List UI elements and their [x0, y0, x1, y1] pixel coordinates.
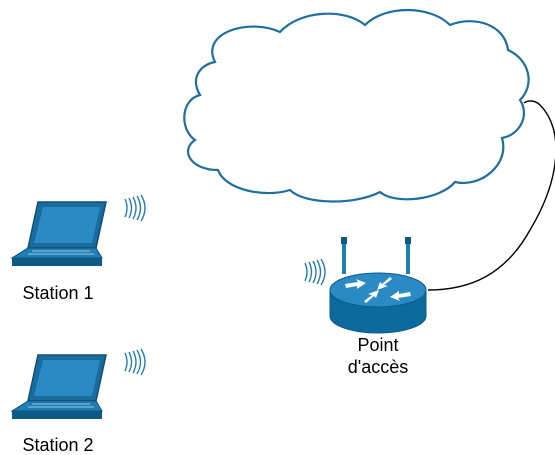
wired-link-line: [427, 100, 555, 291]
wifi-signal-icon: [124, 348, 146, 376]
wireless-router-icon: [329, 237, 427, 334]
laptop-icon: [10, 354, 107, 419]
laptop-icon: [10, 201, 107, 266]
station-2-label: Station 2: [22, 435, 94, 455]
access-point-label: Point d'accès: [347, 335, 409, 377]
station-1-label: Station 1: [22, 283, 94, 303]
wifi-signal-icon: [304, 258, 326, 286]
wifi-signal-icon: [124, 194, 146, 222]
cloud-icon: [183, 9, 530, 203]
